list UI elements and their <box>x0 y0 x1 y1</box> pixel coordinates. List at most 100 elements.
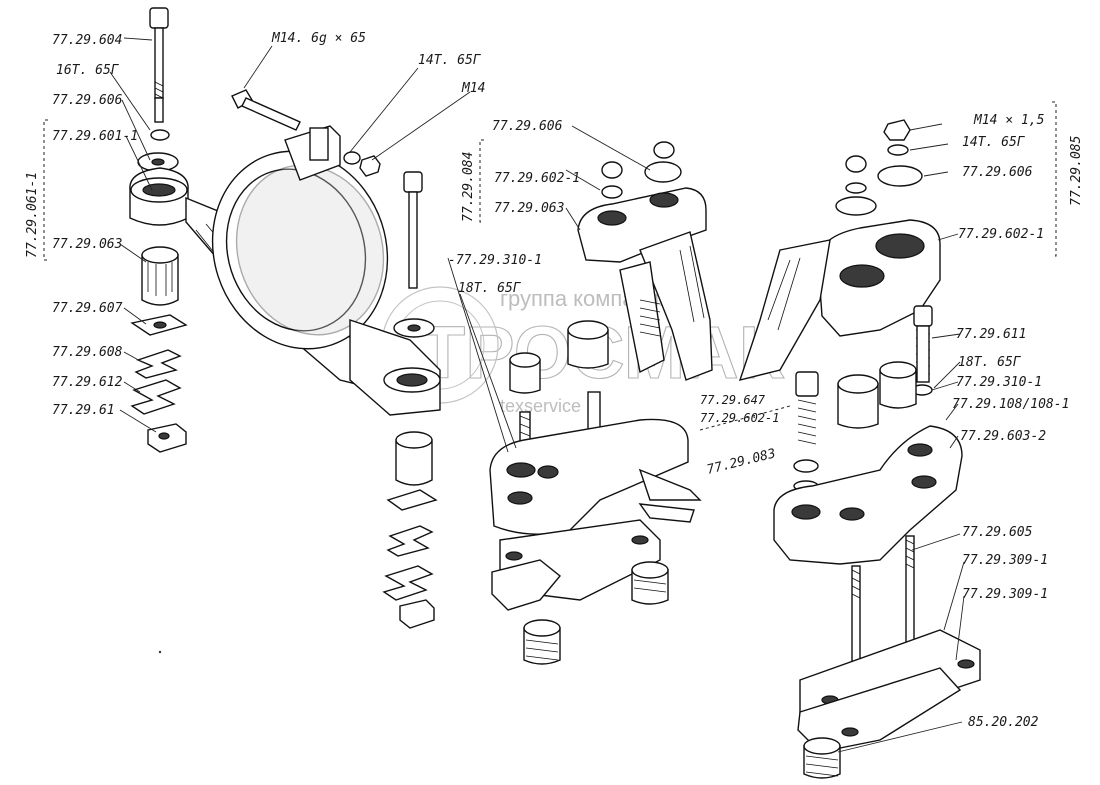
bracket-603-hole-a <box>791 504 821 520</box>
bracket-602-1-center-hole-a <box>597 210 627 226</box>
plate-center-ear <box>491 559 561 611</box>
plate-center-hole-b <box>631 535 649 545</box>
bushing-063-center <box>567 329 609 369</box>
label-77-29-310-1-a: -77.29.310-1 <box>448 253 542 268</box>
brace-084 <box>479 139 484 223</box>
group-label-061-1: 77.29.061-1 <box>25 172 40 258</box>
washer-right-b <box>845 182 867 194</box>
latch-647-b <box>638 503 695 523</box>
spring-310-right <box>797 399 817 445</box>
label-18t-65g-a: 18Т. 65Г <box>458 281 522 296</box>
stud-center-b <box>587 391 601 433</box>
bushing-center-small <box>509 359 541 394</box>
plate-309-lower-hole <box>841 727 859 737</box>
bolt-m14-65-shank <box>241 97 301 131</box>
washer-14t-right <box>887 144 909 156</box>
nut-center-a <box>601 161 623 179</box>
label-77-29-611: 77.29.611 <box>956 327 1026 342</box>
bracket-602-1-center-leg <box>639 231 713 381</box>
group-label-085: 77.29.085 <box>1069 135 1084 206</box>
label-18t-65g-b: 18Т. 65Г <box>958 355 1022 370</box>
bushing-center-bottom-a <box>523 627 561 665</box>
bushing-center-small-top <box>509 352 541 368</box>
clamp-ring-lug-slot <box>309 127 329 161</box>
bolt-head-mid <box>403 171 423 193</box>
label-77-29-607: 77.29.607 <box>52 301 123 316</box>
bushing-center-bottom-a-thread <box>525 639 559 661</box>
center-upper-bracket <box>577 141 713 381</box>
stud-605-b <box>905 535 915 647</box>
spring-310-center <box>639 299 661 337</box>
label-77-29-602-1-b: 77.29.602-1 <box>700 411 779 425</box>
label-77-29-602-1-c: 77.29.602-1 <box>958 227 1044 242</box>
clamp-ring <box>211 125 441 416</box>
label-77-29-647: 77.29.647 <box>700 393 766 407</box>
label-77-29-108: 77.29.108/108-1 <box>952 397 1069 412</box>
label-77-29-309-1-b: 77.29.309-1 <box>962 587 1048 602</box>
label-77-29-602-1-a: 77.29.602-1 <box>494 171 580 186</box>
washer-right-lower <box>793 459 819 473</box>
label-77-29-606-c: 77.29.606 <box>962 165 1033 180</box>
bracket-602-1-center-leg-b <box>619 261 665 374</box>
bushing-center-bottom-b-thread <box>633 579 667 593</box>
label-77-29-063-b: 77.29.063 <box>494 201 564 216</box>
right-upper <box>738 119 941 381</box>
bushing-063-left-shade <box>147 262 173 296</box>
clip-mid-b <box>382 565 434 601</box>
bolt-thread-body-604 <box>154 97 164 123</box>
clip-mid-a <box>386 525 434 557</box>
bolt-shank-mid <box>408 191 418 289</box>
label-77-29-309-1-a: 77.29.309-1 <box>962 553 1048 568</box>
label-m14-a: М14 <box>461 81 485 96</box>
plate-607-hole <box>153 321 167 329</box>
bolt-head-604 <box>149 7 169 29</box>
bushing-85-20-202-thread <box>805 755 839 777</box>
label-14t-65g-b: 14Т. 65Г <box>962 135 1026 150</box>
bracket-right-hole-b <box>839 264 885 288</box>
bushing-85-20-202-top <box>803 737 841 755</box>
plate-309-upper-hole-a <box>957 659 975 669</box>
label-77-29-063-a: 77.29.063 <box>52 237 122 252</box>
spring-611-body <box>916 325 930 383</box>
bolt-head-611 <box>913 305 933 327</box>
label-77-29-61: 77.29.61 <box>52 403 115 418</box>
bracket-right-arm <box>738 239 831 381</box>
nut-m14-top <box>359 155 381 177</box>
group-label-084: 77.29.084 <box>461 152 476 222</box>
label-77-29-606-b: 77.29.606 <box>492 119 563 134</box>
label-14t-65g-a: 14Т. 65Г <box>418 53 482 68</box>
washer-right-c <box>835 196 877 216</box>
label-77-29-612: 77.29.612 <box>52 375 123 390</box>
clip-612 <box>130 379 182 415</box>
label-85-20-202: 85.20.202 <box>968 715 1039 730</box>
bolt-thread-604 <box>154 81 164 111</box>
bushing-063-left-top <box>141 246 179 264</box>
label-m14-1-5: М14 × 1,5 <box>973 113 1045 128</box>
label-77-29-605: 77.29.605 <box>962 525 1033 540</box>
label-77-29-604: 77.29.604 <box>52 33 122 48</box>
bolt-head-right <box>795 371 819 397</box>
nut-center-b <box>653 141 675 159</box>
bracket-602-1-lower <box>489 418 689 535</box>
bracket-center-shade <box>679 245 705 323</box>
label-77-29-603-2: 77.29.603-2 <box>960 429 1046 444</box>
bracket-603-hole-c <box>907 443 933 457</box>
bushing-center-bottom-b-top <box>631 561 669 579</box>
bracket-602-1-center-hole-b <box>649 192 679 208</box>
bracket-603-hole-d <box>911 475 937 489</box>
brace-085 <box>1052 101 1057 257</box>
bracket-right-hole-a <box>875 233 925 259</box>
bracket-right-shade <box>767 257 801 331</box>
label-m14-6g-65: М14. 6g × 65 <box>271 31 366 46</box>
label-77-29-608: 77.29.608 <box>52 345 123 360</box>
bushing-center-bottom-b <box>631 569 669 605</box>
bracket-602-1-center <box>577 187 707 263</box>
bushing-right-b-top <box>837 374 879 394</box>
washer-606-left-hole <box>151 158 165 166</box>
washer-center-a <box>601 185 623 199</box>
washer-14t-top <box>343 151 361 165</box>
stud-605-b-thread <box>905 539 915 569</box>
bushing-mid <box>395 439 433 486</box>
bracket-lower-hole-b <box>537 465 559 479</box>
